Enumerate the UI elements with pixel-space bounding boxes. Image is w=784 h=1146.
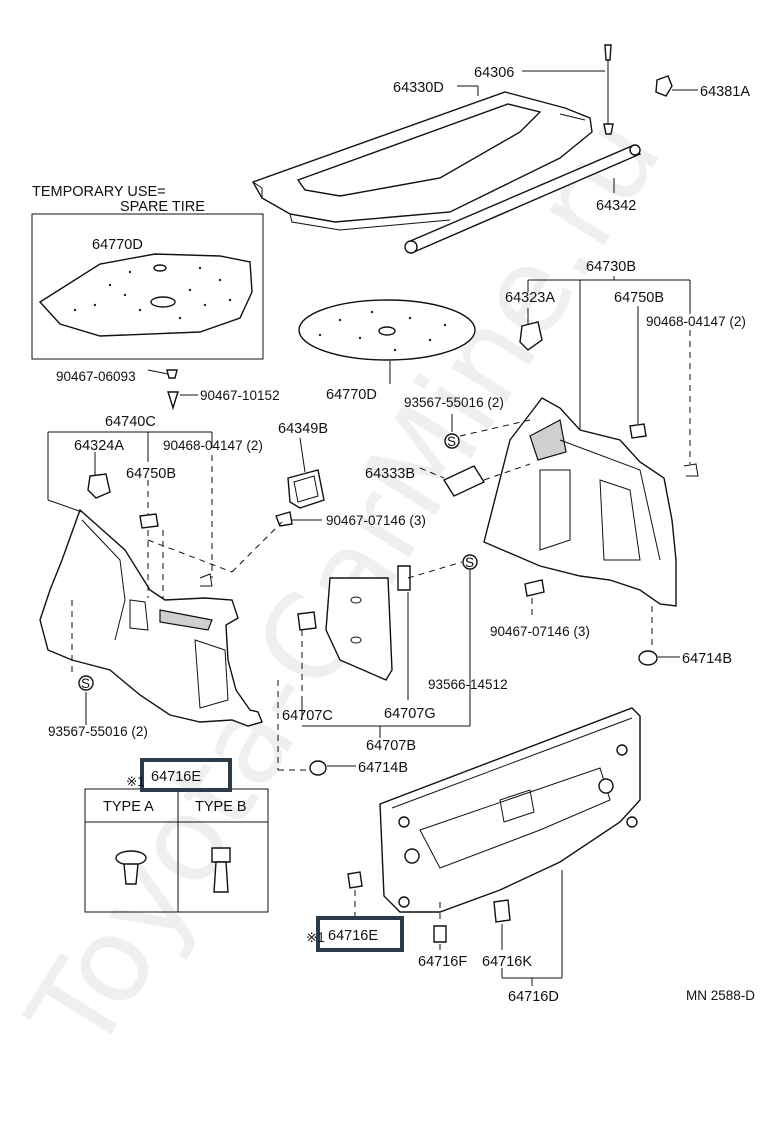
- screw-90467-06093: [166, 369, 178, 379]
- clip-64716f: [433, 925, 447, 943]
- spare-tire-cover-64770d: [298, 299, 476, 361]
- label-64770d-box: 64770D: [92, 237, 143, 253]
- block-64716k: [493, 899, 511, 923]
- spare-tire-caption-line1: TEMPORARY USE=: [32, 184, 166, 200]
- label-64707b: 64707B: [366, 738, 416, 754]
- screw-90467-07146-center: [275, 511, 293, 527]
- fastener-64714b-center: [309, 760, 327, 776]
- label-90467-07146-center: 90467-07146 (3): [326, 513, 426, 528]
- clip-type-legend: [84, 788, 269, 913]
- label-64714b-center: 64714B: [358, 760, 408, 776]
- label-64714b-right: 64714B: [682, 651, 732, 667]
- label-64750b-right: 64750B: [614, 290, 664, 306]
- svg-text:S: S: [81, 676, 90, 691]
- clip-64750b-left: [139, 513, 159, 529]
- spare-tire-cover-64770d-small: [38, 253, 253, 337]
- leader-lines: [47, 70, 698, 986]
- label-93566-14512: 93566-14512: [428, 677, 508, 692]
- legend-type-a: TYPE A: [103, 799, 154, 815]
- label-64716d: 64716D: [508, 989, 559, 1005]
- clip-64750b-right: [629, 423, 647, 439]
- label-64750b-left: 64750B: [126, 466, 176, 482]
- left-trim-64740c: [39, 508, 263, 727]
- label-64707g: 64707G: [384, 706, 436, 722]
- label-90468-04147-right: 90468-04147 (2): [646, 314, 746, 329]
- package-tray-64330d: [251, 91, 593, 231]
- label-64707c: 64707C: [282, 708, 333, 724]
- screw-90467-10152: [167, 391, 179, 411]
- label-64342: 64342: [596, 198, 636, 214]
- clip-64707c: [297, 611, 317, 631]
- label-64381a: 64381A: [700, 84, 750, 100]
- label-90467-07146-right: 90467-07146 (3): [490, 624, 590, 639]
- label-93567-55016-right: 93567-55016 (2): [404, 395, 504, 410]
- label-64716f: 64716F: [418, 954, 467, 970]
- label-64306: 64306: [474, 65, 514, 81]
- bracket-64707g: [397, 565, 411, 591]
- spare-tire-caption-line2: SPARE TIRE: [120, 199, 205, 215]
- clip-64716e: [347, 871, 363, 889]
- spare-tire-box: [31, 213, 264, 360]
- highlight-64716e-bottom: [316, 916, 404, 952]
- diagram-code: MN 2588-D: [686, 988, 755, 1003]
- cover-64333b: [442, 465, 486, 497]
- label-64730b: 64730B: [586, 259, 636, 275]
- label-64740c: 64740C: [105, 414, 156, 430]
- bottom-mark: ※1: [306, 930, 325, 945]
- legend-part-number: 64716E: [151, 769, 201, 785]
- plate-64349b: [287, 469, 325, 509]
- label-64330d: 64330D: [393, 80, 444, 96]
- label-90467-10152: 90467-10152: [200, 388, 280, 403]
- clip-90468-04147-right: [683, 463, 699, 477]
- back-panel-64716d: [379, 707, 641, 913]
- hook-64324a: [87, 473, 111, 499]
- label-64324a: 64324A: [74, 438, 124, 454]
- clip-64306: [603, 44, 614, 135]
- weatherstrip-64342: [404, 144, 642, 254]
- label-90468-04147-left: 90468-04147 (2): [163, 438, 263, 453]
- label-64349b: 64349B: [278, 421, 328, 437]
- fastener-64714b-right: [638, 650, 658, 666]
- legend-mark: ※1: [126, 774, 145, 789]
- s-mark-left: S: [78, 675, 94, 691]
- label-64716e: 64716E: [328, 928, 378, 944]
- legend-type-b: TYPE B: [195, 799, 247, 815]
- type-a-clip-illustration: [115, 850, 147, 885]
- label-64333b: 64333B: [365, 466, 415, 482]
- panel-64707c: [325, 577, 393, 681]
- s-mark-right: S: [444, 433, 460, 449]
- screw-90467-07146-right: [524, 579, 545, 597]
- type-b-clip-illustration: [211, 847, 231, 893]
- hook-64323a: [519, 321, 543, 351]
- s-mark-center: S: [462, 554, 478, 570]
- highlight-64716e-legend: [140, 758, 232, 792]
- label-93567-55016-left: 93567-55016 (2): [48, 724, 148, 739]
- svg-text:S: S: [465, 555, 474, 570]
- label-64323a: 64323A: [505, 290, 555, 306]
- retainer-64381a: [655, 75, 673, 97]
- svg-text:S: S: [447, 434, 456, 449]
- label-64770d: 64770D: [326, 387, 377, 403]
- clip-90468-04147-left: [199, 573, 213, 587]
- right-trim-64730b: [483, 397, 677, 607]
- label-90467-06093: 90467-06093: [56, 369, 136, 384]
- label-64716k: 64716K: [482, 954, 532, 970]
